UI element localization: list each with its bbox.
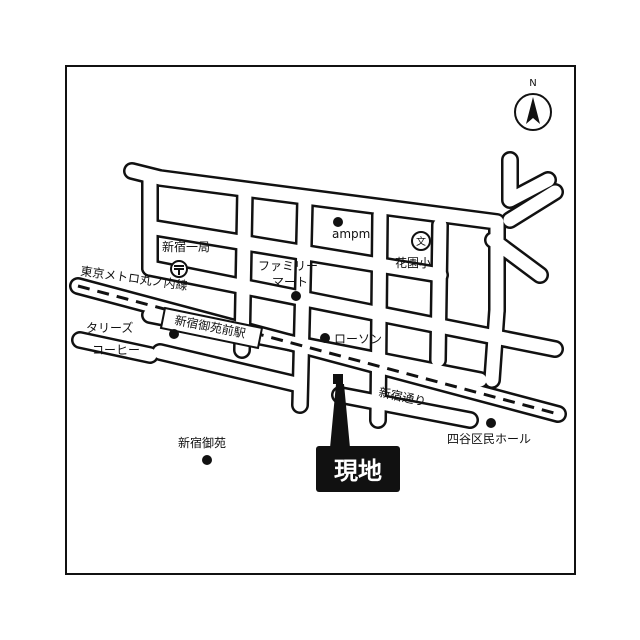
hall-marker-icon	[486, 418, 496, 428]
park-label: 新宿御苑	[178, 435, 226, 450]
site-marker: 現地	[316, 374, 400, 492]
site-callout	[316, 446, 400, 492]
compass-label: N	[529, 78, 536, 89]
post-office-icon	[170, 260, 188, 278]
north-arrow-icon: N	[514, 78, 552, 131]
lawson-label: ローソン	[334, 332, 382, 346]
site-label: 現地	[334, 457, 382, 485]
site-square-icon	[333, 374, 343, 384]
park-marker-icon	[202, 455, 212, 465]
lawson-marker-icon	[320, 333, 330, 343]
familymart-label-2: マート	[272, 275, 308, 289]
school-symbol: 文	[416, 235, 426, 248]
school-icon: 文	[411, 231, 431, 251]
tullys-label-1: タリーズ	[86, 320, 133, 335]
familymart-label-1: ファミリー	[258, 259, 318, 273]
subway-line-path	[77, 284, 559, 416]
post-office-label: 新宿一局	[162, 239, 210, 254]
ampm-marker-icon	[333, 217, 343, 227]
hall-label: 四谷区民ホール	[447, 432, 531, 446]
familymart-marker-icon	[291, 291, 301, 301]
school-label: 花園小	[395, 255, 431, 270]
station-box	[159, 306, 264, 350]
ampm-label: ampm	[332, 227, 370, 241]
tullys-marker-icon	[169, 329, 179, 339]
tullys-label-2: コーヒー	[92, 343, 140, 357]
